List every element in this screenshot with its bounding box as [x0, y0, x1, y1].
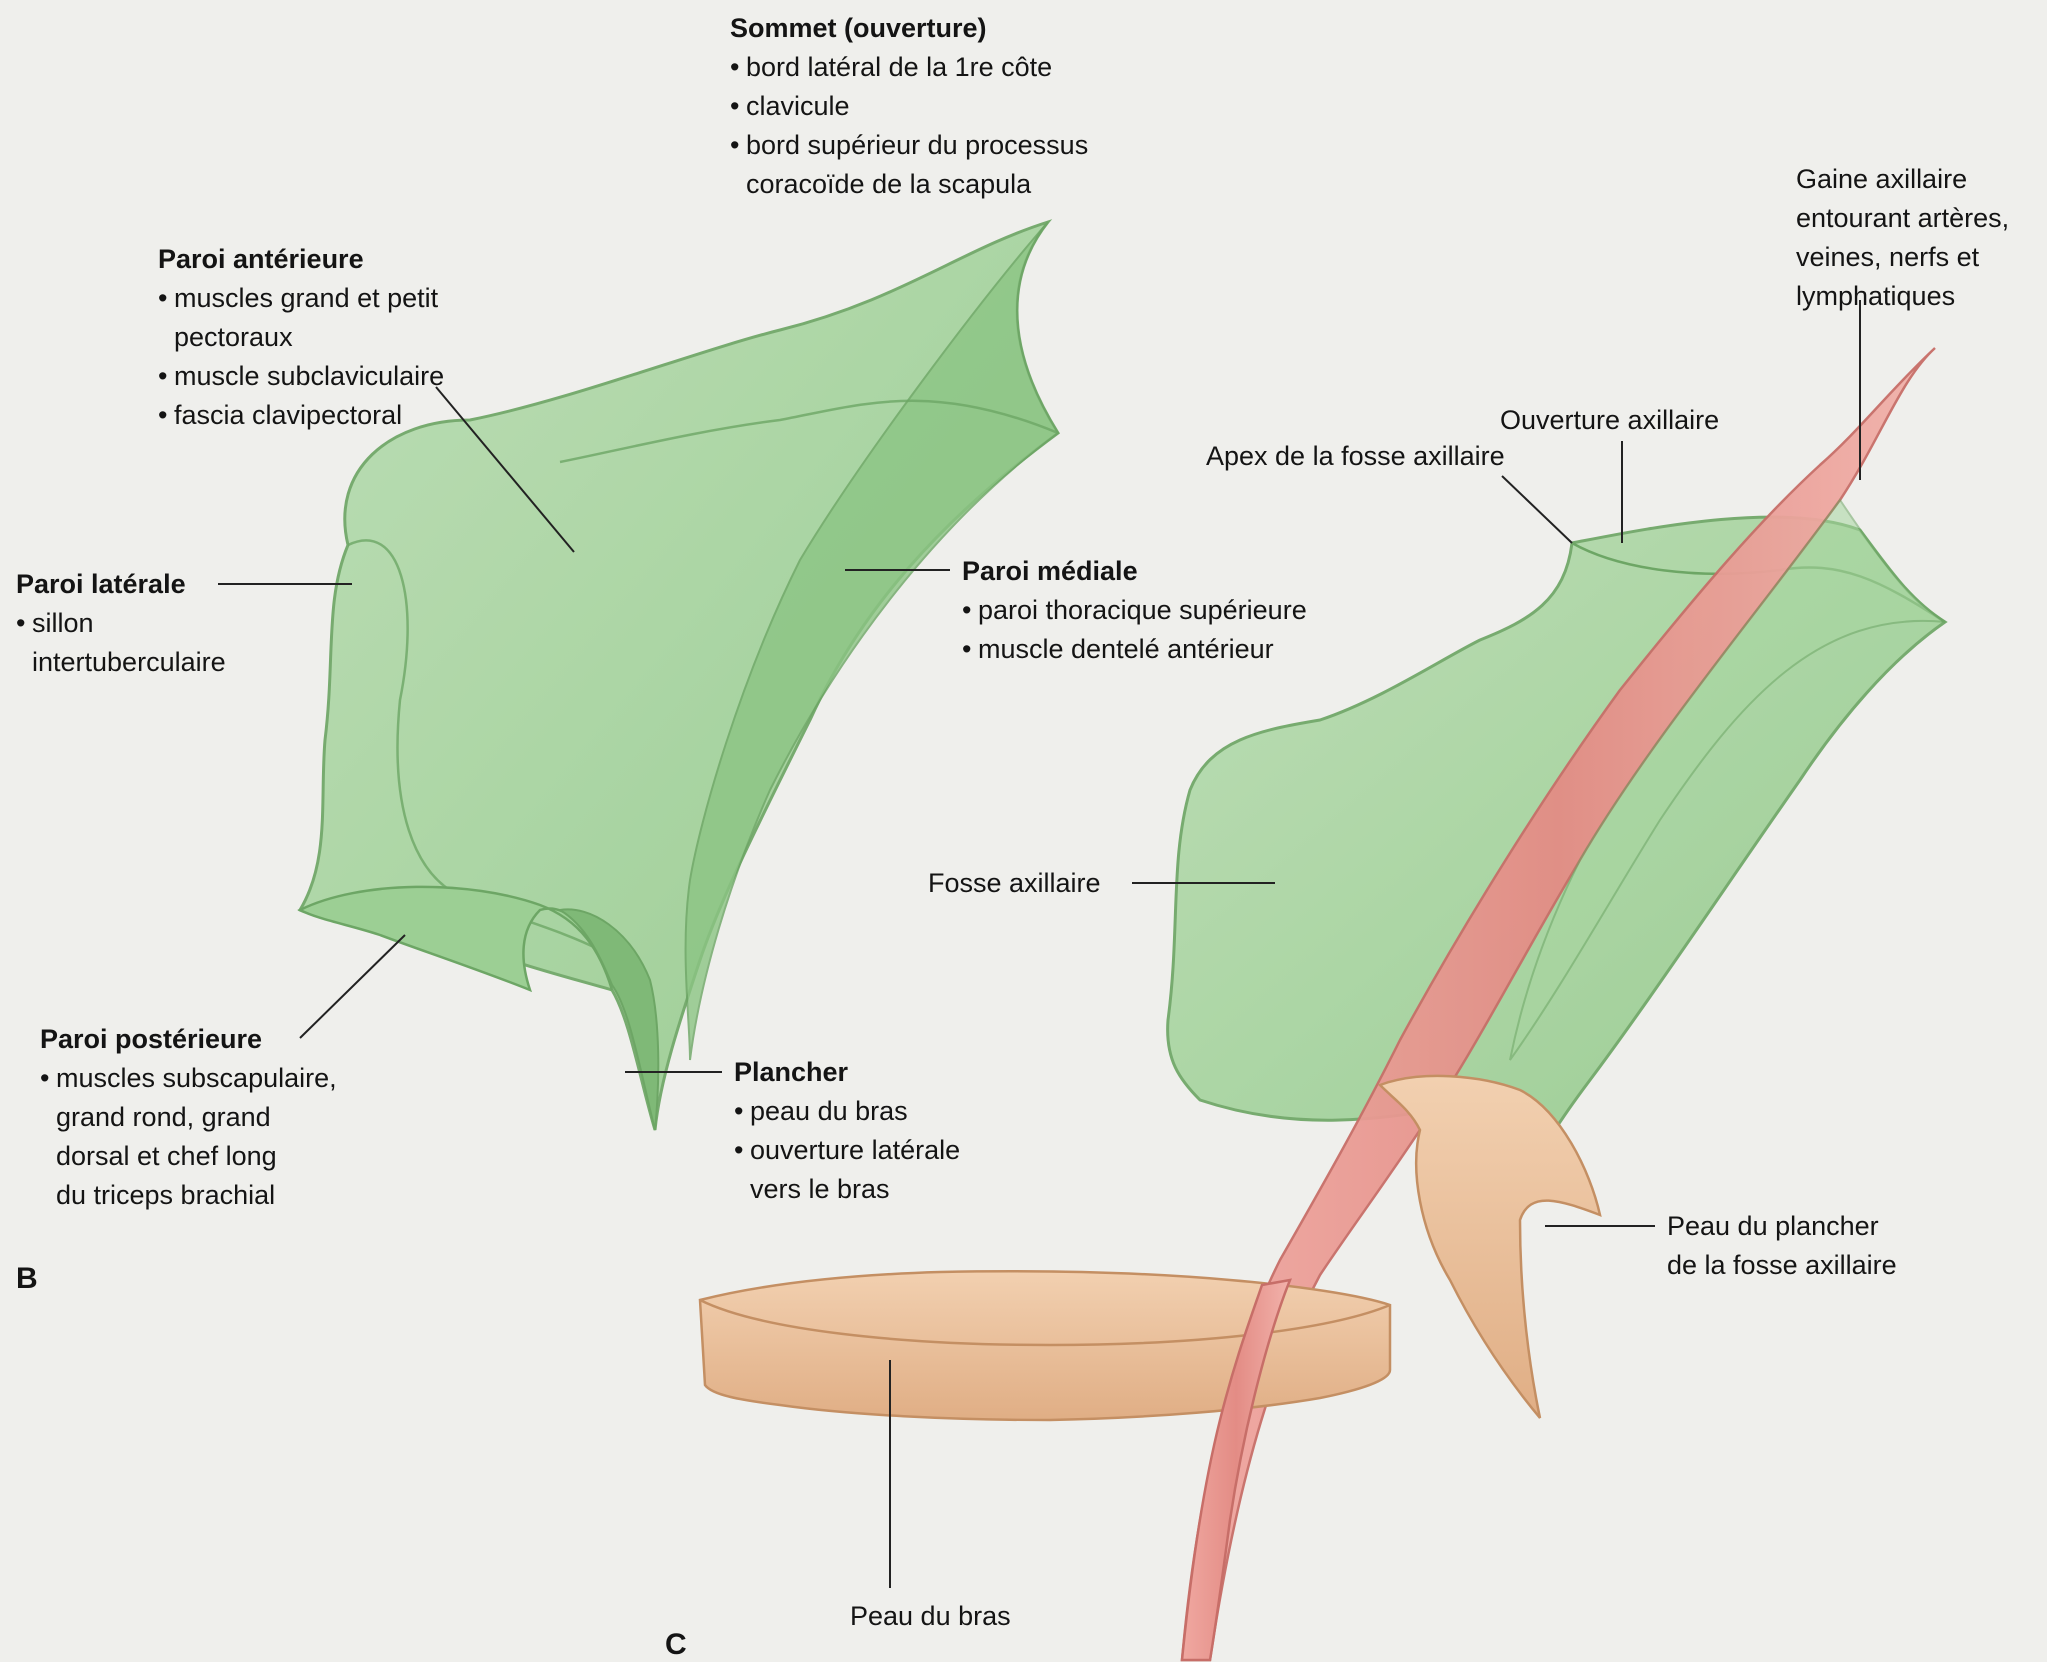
- label-anterieure: Paroi antérieure muscles grand et petit …: [158, 240, 444, 435]
- label-plancher-title: Plancher: [734, 1053, 960, 1092]
- label-anterieure-cont: pectoraux: [158, 318, 444, 357]
- label-fosse: Fosse axillaire: [928, 864, 1101, 903]
- label-plancher-item-1: peau du bras: [734, 1092, 960, 1131]
- label-mediale-title: Paroi médiale: [962, 552, 1307, 591]
- label-anterieure-item-2: muscle subclaviculaire: [158, 357, 444, 396]
- label-laterale-title: Paroi latérale: [16, 565, 226, 604]
- label-plancher: Plancher peau du bras ouverture latérale…: [734, 1053, 960, 1209]
- label-sommet-title: Sommet (ouverture): [730, 9, 1088, 48]
- label-anterieure-item-3: fascia clavipectoral: [158, 396, 444, 435]
- label-plancher-item-2: ouverture latérale: [734, 1131, 960, 1170]
- label-posterieure-cont-3: du triceps brachial: [40, 1176, 337, 1215]
- label-gaine-line-1: Gaine axillaire: [1796, 160, 2009, 199]
- label-peau-plancher: Peau du plancher de la fosse axillaire: [1667, 1207, 1897, 1285]
- label-sommet-item-2: clavicule: [730, 87, 1088, 126]
- label-gaine-line-2: entourant artères,: [1796, 199, 2009, 238]
- label-peau-plancher-line-2: de la fosse axillaire: [1667, 1246, 1897, 1285]
- label-posterieure: Paroi postérieure muscles subscapulaire,…: [40, 1020, 337, 1215]
- label-gaine-line-4: lymphatiques: [1796, 277, 2009, 316]
- label-anterieure-title: Paroi antérieure: [158, 240, 444, 279]
- label-laterale-item: sillon: [16, 604, 226, 643]
- label-sommet-item-3: bord supérieur du processus: [730, 126, 1088, 165]
- label-posterieure-cont-1: grand rond, grand: [40, 1098, 337, 1137]
- panel-letter-b: B: [16, 1262, 38, 1296]
- label-peau-bras: Peau du bras: [850, 1597, 1011, 1636]
- label-laterale-cont: intertuberculaire: [16, 643, 226, 682]
- label-mediale-item-1: paroi thoracique supérieure: [962, 591, 1307, 630]
- label-sommet-item-1: bord latéral de la 1re côte: [730, 48, 1088, 87]
- panel-letter-c: C: [665, 1628, 687, 1662]
- label-posterieure-item: muscles subscapulaire,: [40, 1059, 337, 1098]
- label-posterieure-cont-2: dorsal et chef long: [40, 1137, 337, 1176]
- label-ouverture: Ouverture axillaire: [1500, 401, 1719, 440]
- label-anterieure-item-1: muscles grand et petit: [158, 279, 444, 318]
- label-mediale-item-2: muscle dentelé antérieur: [962, 630, 1307, 669]
- label-sommet-cont: coracoïde de la scapula: [730, 165, 1088, 204]
- label-plancher-cont: vers le bras: [734, 1170, 960, 1209]
- label-peau-plancher-line-1: Peau du plancher: [1667, 1207, 1897, 1246]
- label-gaine: Gaine axillaire entourant artères, veine…: [1796, 160, 2009, 316]
- label-laterale: Paroi latérale sillon intertuberculaire: [16, 565, 226, 682]
- label-posterieure-title: Paroi postérieure: [40, 1020, 337, 1059]
- label-apex: Apex de la fosse axillaire: [1206, 437, 1505, 476]
- label-gaine-line-3: veines, nerfs et: [1796, 238, 2009, 277]
- label-mediale: Paroi médiale paroi thoracique supérieur…: [962, 552, 1307, 669]
- leader-apex: [1502, 476, 1572, 543]
- label-sommet: Sommet (ouverture) bord latéral de la 1r…: [730, 9, 1088, 204]
